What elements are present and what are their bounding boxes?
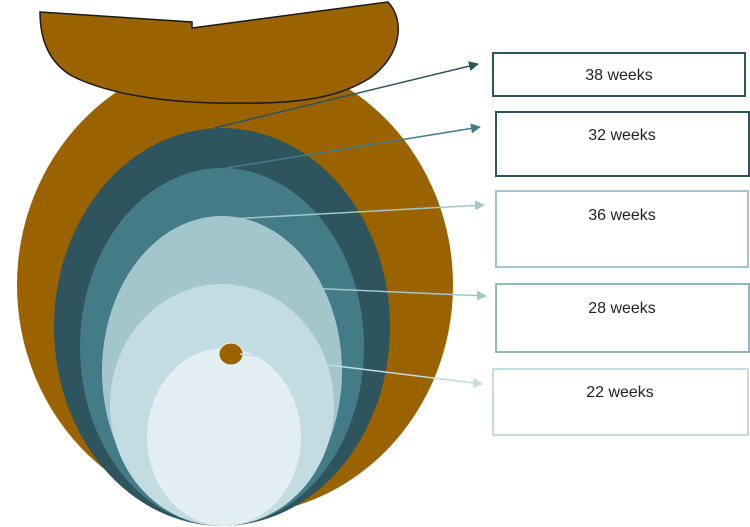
label-28-weeks: 28 weeks bbox=[588, 300, 656, 317]
arrow-32-weeks bbox=[225, 123, 481, 169]
label-box-32-weeks: 32 weeks bbox=[495, 111, 750, 177]
label-32-weeks: 32 weeks bbox=[588, 127, 656, 144]
arrow-28-weeks bbox=[235, 284, 487, 301]
label-box-22-weeks: 22 weeks bbox=[492, 368, 749, 436]
arrow-22-weeks bbox=[239, 353, 483, 388]
fundus-top-shape bbox=[39, 1, 399, 104]
label-box-36-weeks: 36 weeks bbox=[495, 190, 749, 268]
arrow-36-weeks bbox=[211, 200, 485, 221]
label-36-weeks: 36 weeks bbox=[588, 207, 656, 224]
label-box-38-weeks: 38 weeks bbox=[492, 52, 746, 97]
level-22-weeks-shape bbox=[147, 348, 301, 526]
arrow-38-weeks bbox=[213, 61, 479, 129]
navel-marker bbox=[218, 342, 244, 366]
label-38-weeks: 38 weeks bbox=[585, 67, 653, 84]
label-22-weeks: 22 weeks bbox=[586, 384, 654, 401]
label-box-28-weeks: 28 weeks bbox=[495, 283, 750, 353]
